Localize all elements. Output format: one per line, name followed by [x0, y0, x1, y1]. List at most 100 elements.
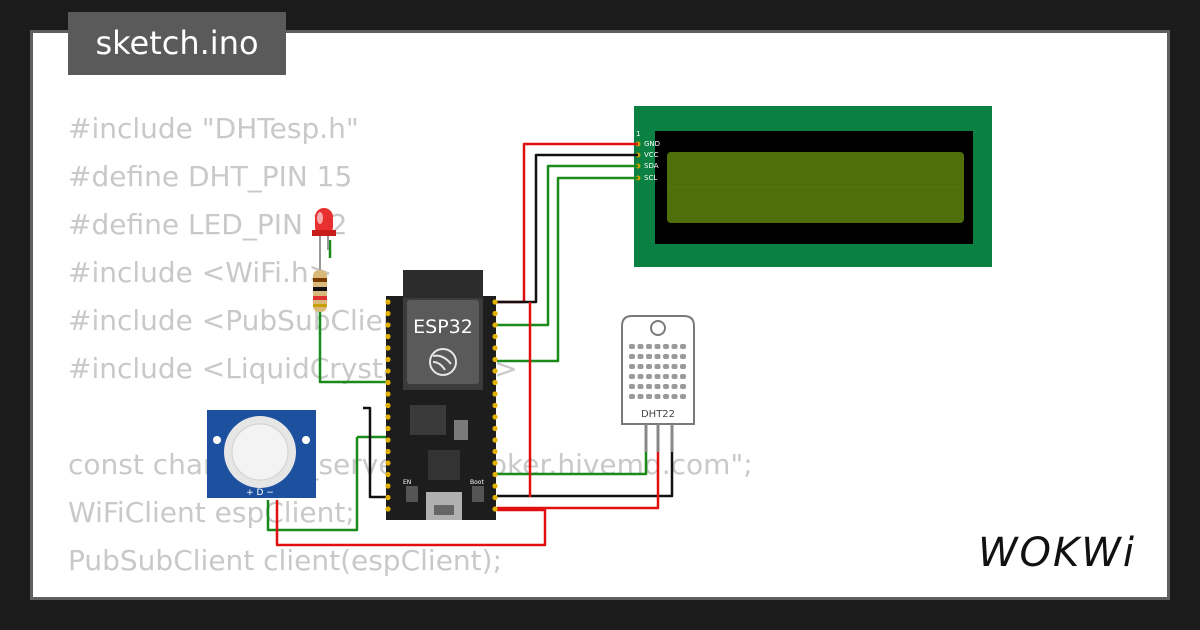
lcd-pin-gnd: GND: [644, 140, 660, 148]
boot-button[interactable]: [472, 486, 484, 502]
dht-vent: [663, 394, 669, 399]
dht-vent: [663, 344, 669, 349]
lcd-pin-scl: SCL: [644, 174, 657, 182]
dht-vent: [680, 394, 686, 399]
header-pin[interactable]: [492, 425, 498, 432]
dht22-label: DHT22: [641, 409, 675, 420]
wire-dht-vcc[interactable]: [497, 426, 660, 510]
en-button[interactable]: [406, 486, 418, 502]
dht-vent: [637, 364, 644, 369]
dht-vent: [637, 394, 644, 399]
header-pin[interactable]: [385, 310, 391, 317]
header-pin[interactable]: [492, 299, 498, 305]
file-tab[interactable]: sketch.ino: [68, 12, 286, 75]
header-pin[interactable]: [385, 448, 391, 455]
wire-dht-data[interactable]: [497, 426, 648, 476]
dht-vent: [654, 354, 661, 359]
dht-vent: [646, 364, 652, 369]
code-line: #include "DHTesp.h": [68, 112, 359, 145]
wire-lcd-scl[interactable]: [497, 176, 638, 363]
dht-vent: [637, 354, 644, 359]
dht-vent: [680, 364, 686, 369]
dht-vent: [663, 374, 669, 379]
header-pin[interactable]: [385, 368, 391, 374]
dht-vent: [654, 374, 661, 379]
dht-vent: [646, 374, 652, 379]
header-pin[interactable]: [492, 391, 498, 397]
wire-lcd-vcc[interactable]: [497, 153, 638, 304]
header-pin[interactable]: [385, 494, 391, 501]
header-pin[interactable]: [492, 506, 498, 512]
header-pin[interactable]: [385, 299, 391, 305]
header-pin[interactable]: [492, 437, 498, 443]
header-pin[interactable]: [492, 494, 498, 501]
header-pin[interactable]: [385, 460, 391, 466]
header-pin[interactable]: [492, 379, 498, 386]
resistor[interactable]: [313, 270, 327, 312]
header-pin[interactable]: [492, 471, 498, 478]
wire-pir-gnd[interactable]: [363, 406, 386, 499]
wire-led[interactable]: [318, 300, 387, 384]
header-pin[interactable]: [385, 506, 391, 512]
wire-lcd-gnd[interactable]: [497, 142, 638, 304]
dht-vent: [680, 354, 686, 359]
dht-vent: [671, 394, 678, 399]
espressif-logo-icon: [429, 348, 457, 376]
header-pin[interactable]: [385, 414, 391, 420]
header-pin[interactable]: [385, 402, 391, 409]
header-pin[interactable]: [385, 483, 391, 489]
dht22-sensor[interactable]: DHT22: [621, 315, 695, 452]
header-pin[interactable]: [385, 333, 391, 340]
en-button-label: EN: [403, 479, 411, 486]
wire-pir-vcc[interactable]: [275, 500, 547, 547]
dht-vent: [654, 394, 661, 399]
header-pin[interactable]: [492, 345, 498, 351]
dht-vent: [680, 374, 686, 379]
header-pin[interactable]: [385, 345, 391, 351]
header-pin[interactable]: [385, 391, 391, 397]
dht-vent: [646, 354, 652, 359]
dht-vent: [637, 384, 644, 389]
lcd-pin-sda: SDA: [644, 162, 659, 170]
header-pin[interactable]: [492, 368, 498, 374]
header-pin[interactable]: [492, 333, 498, 340]
wire-lcd-sda[interactable]: [497, 164, 638, 327]
header-pin[interactable]: [492, 322, 498, 328]
code-line: #define DHT_PIN 15: [68, 160, 353, 193]
dht-vent: [637, 374, 644, 379]
header-pin[interactable]: [492, 460, 498, 466]
header-pin[interactable]: [385, 425, 391, 432]
header-pin[interactable]: [385, 379, 391, 386]
dht-vent: [629, 354, 635, 359]
header-pin[interactable]: [385, 437, 391, 443]
header-pin[interactable]: [492, 402, 498, 409]
dht-vent: [646, 384, 652, 389]
red-led[interactable]: [312, 208, 336, 300]
header-pin[interactable]: [492, 310, 498, 317]
pir-pin-labels: + D −: [246, 488, 274, 498]
pir-motion-sensor[interactable]: + D −: [207, 410, 316, 498]
dht-vent: [663, 384, 669, 389]
header-pin[interactable]: [492, 414, 498, 420]
lcd-display[interactable]: 1 GND VCC SDA SCL: [634, 106, 992, 267]
header-pin[interactable]: [492, 483, 498, 489]
header-pin[interactable]: [385, 471, 391, 478]
dht-vent: [663, 364, 669, 369]
code-line: WiFiClient espClient;: [68, 496, 355, 529]
dht-vent: [629, 394, 635, 399]
dht-vent: [654, 384, 661, 389]
code-line: const char* wifiPassword = "";: [68, 585, 753, 597]
dht-vent: [654, 344, 661, 349]
code-line: #include <WiFi.h>: [68, 256, 333, 289]
dht-vent: [629, 374, 635, 379]
header-pin[interactable]: [492, 448, 498, 455]
header-pin[interactable]: [385, 356, 391, 363]
esp32-board[interactable]: ESP32 EN Boot: [385, 270, 498, 520]
header-pin[interactable]: [385, 322, 391, 328]
dht-vent: [646, 394, 652, 399]
dht-vent: [671, 384, 678, 389]
wire-pir-out[interactable]: [266, 437, 359, 532]
header-pin[interactable]: [492, 356, 498, 363]
code-line: PubSubClient client(espClient);: [68, 544, 502, 577]
dht-vent: [680, 344, 686, 349]
